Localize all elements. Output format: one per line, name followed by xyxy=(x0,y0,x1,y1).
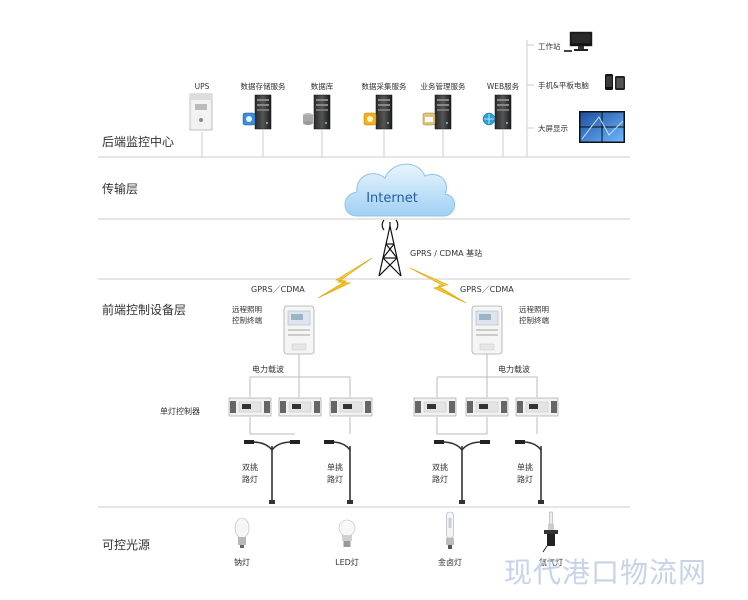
terminal-right-label-line2: 控制终端 xyxy=(519,315,549,325)
base-station-label: GPRS / CDMA 基站 xyxy=(410,248,482,258)
lamp-label-2-line2: 路灯 xyxy=(327,474,343,484)
lamp-label-4-line2: 路灯 xyxy=(517,474,533,484)
large-screen-display-icon xyxy=(579,111,625,143)
lamp-label-3-line1: 双挑 xyxy=(432,462,448,472)
client-label-mobile-tablet: 手机&平板电脑 xyxy=(538,80,589,90)
client-label-workstation: 工作站 xyxy=(538,41,561,51)
server-label-web: WEB服务 xyxy=(487,81,520,91)
layer-label-transport: 传输层 xyxy=(102,181,138,196)
internet-label: Internet xyxy=(366,191,418,206)
bulb-label-xenon: 氙气灯 xyxy=(539,557,563,567)
layer-label-backend: 后端监控中心 xyxy=(102,134,174,149)
mobile-tablet-icon xyxy=(605,74,625,90)
single-arm-street-lamp-icon xyxy=(324,440,353,504)
single-lamp-controller-icon xyxy=(278,397,322,417)
web-server-icon xyxy=(482,94,512,130)
single-lamp-controller-icon xyxy=(329,397,373,417)
lamp-label-1-line1: 双挑 xyxy=(242,462,258,472)
workstation-icon xyxy=(564,31,593,52)
database-server-icon xyxy=(303,94,331,130)
server-label-data-storage: 数据存储服务 xyxy=(241,81,286,91)
layer-dividers xyxy=(98,156,630,508)
metal-halide-bulb-icon xyxy=(446,511,454,549)
double-arm-street-lamp-icon xyxy=(434,440,490,504)
xenon-bulb-icon xyxy=(542,511,558,553)
server-label-data-collection: 数据采集服务 xyxy=(362,81,407,91)
ups-icon xyxy=(189,93,213,131)
single-lamp-controller-icon xyxy=(465,397,509,417)
business-management-server-icon xyxy=(422,94,452,130)
remote-terminal-left-icon xyxy=(283,305,315,355)
terminal-left-label-line2: 控制终端 xyxy=(232,315,262,325)
watermark-text: 现代港口物流网 xyxy=(504,556,707,589)
data-collection-server-icon xyxy=(363,94,393,130)
client-label-large-screen: 大屏显示 xyxy=(538,123,568,133)
right-signal-bolt-icon xyxy=(409,267,467,304)
remote-terminal-right-icon xyxy=(471,305,503,355)
sodium-lamp-bulb-icon xyxy=(234,517,250,548)
terminal-left-label-line1: 远程照明 xyxy=(232,305,262,314)
lamp-label-4-line1: 单挑 xyxy=(517,462,533,472)
single-lamp-controller-icon xyxy=(413,397,457,417)
server-label-business-management: 业务管理服务 xyxy=(421,81,466,91)
bulb-label-led: LED灯 xyxy=(335,557,359,567)
terminal-right-label-line1: 远程照明 xyxy=(519,305,549,314)
layer-label-light-source: 可控光源 xyxy=(102,538,150,552)
plc-wiring xyxy=(249,354,538,435)
server-label-database: 数据库 xyxy=(311,81,334,91)
left-signal-bolt-icon xyxy=(317,257,373,299)
plc-label-left: 电力载波 xyxy=(252,364,284,374)
internet-cloud-icon xyxy=(344,163,455,217)
data-storage-server-icon xyxy=(242,94,272,130)
gprs-label-left: GPRS／CDMA xyxy=(251,285,305,294)
layer-label-frontend: 前端控制设备层 xyxy=(102,302,186,317)
single-lamp-controller-label: 单灯控制器 xyxy=(160,406,200,416)
plc-label-right: 电力载波 xyxy=(498,364,530,374)
bulb-label-sodium: 钠灯 xyxy=(234,557,250,567)
lamp-label-1-line2: 路灯 xyxy=(242,474,258,484)
gprs-label-right: GPRS／CDMA xyxy=(460,285,514,294)
lamp-label-2-line1: 单挑 xyxy=(327,462,343,472)
server-label-ups: UPS xyxy=(195,82,210,91)
base-station-tower-icon xyxy=(378,219,402,277)
server-connectors xyxy=(201,40,534,157)
single-lamp-controller-icon xyxy=(515,397,559,417)
led-bulb-icon xyxy=(338,519,356,547)
lamp-label-3-line2: 路灯 xyxy=(432,474,448,484)
double-arm-street-lamp-icon xyxy=(244,440,300,504)
bulb-label-metal-halide: 金卤灯 xyxy=(438,557,462,567)
single-arm-street-lamp-icon xyxy=(515,440,544,504)
single-lamp-controller-icon xyxy=(228,397,272,417)
